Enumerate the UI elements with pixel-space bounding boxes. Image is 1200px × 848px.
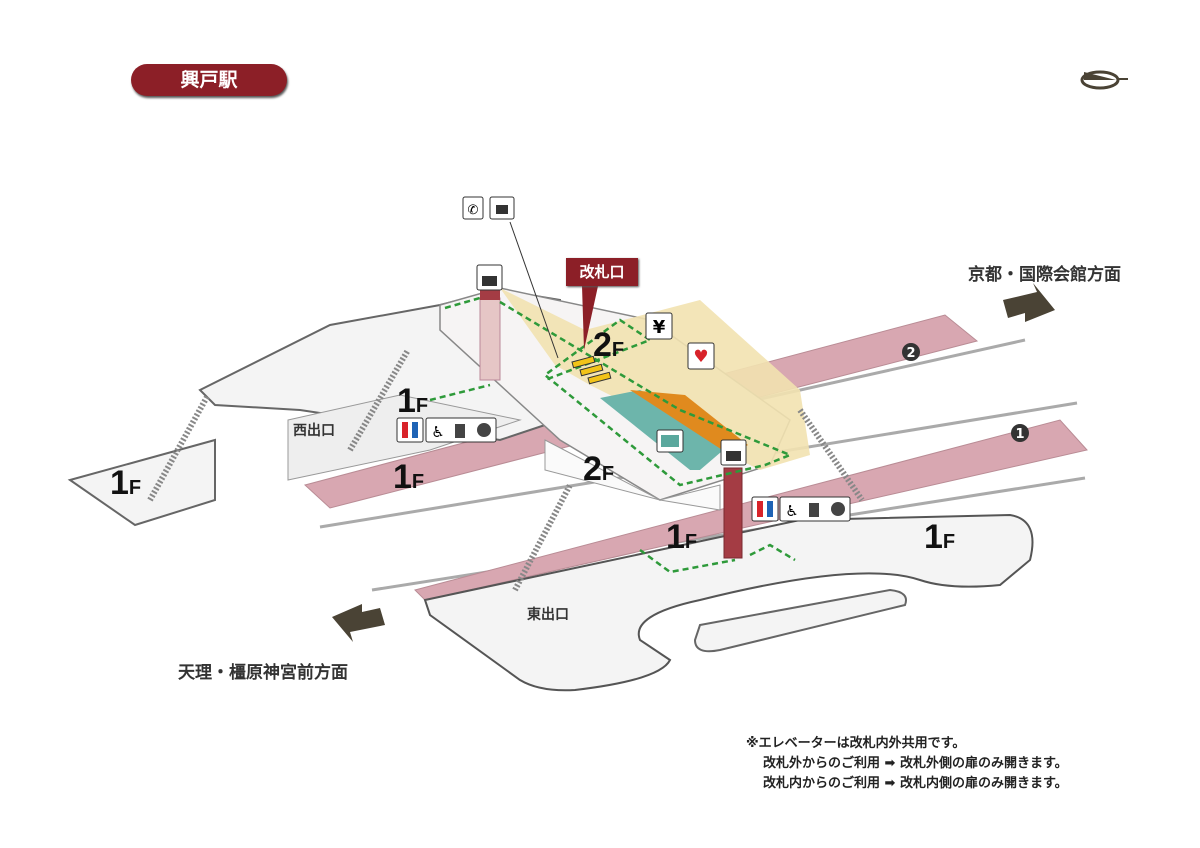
south-arrow <box>332 604 385 642</box>
west-exit-label: 西出口 <box>293 423 335 439</box>
transfer-arrows-icon <box>656 429 684 453</box>
platform-number-2: 2 <box>902 343 920 361</box>
east-exit-label: 東出口 <box>527 607 569 623</box>
floor-label: 2F <box>583 450 615 488</box>
barrier-free-route <box>429 296 796 574</box>
gate-label: 改札口 <box>566 258 638 286</box>
direction-south: 天理・橿原神宮前方面 <box>178 663 348 683</box>
restroom-icons-east: ♿ <box>751 496 851 522</box>
svg-text:¥: ¥ <box>653 317 666 338</box>
svg-text:2: 2 <box>906 346 915 361</box>
elevator-east <box>723 467 743 559</box>
bus-island <box>693 588 907 653</box>
floor-label: 1F <box>666 518 698 556</box>
ostomate-icon <box>455 424 465 438</box>
svg-text:♥: ♥ <box>693 347 708 367</box>
north-arrow <box>1003 283 1055 322</box>
gate-pointer <box>582 286 598 350</box>
west-ground <box>67 438 216 527</box>
wheelchair-icon: ♿ <box>785 502 798 520</box>
aed-heart-icon: ♥ <box>687 342 715 370</box>
floor-label: 1F <box>397 382 429 420</box>
baby-icon <box>831 502 845 516</box>
elevator-icon <box>720 439 747 466</box>
yen-icon: ¥ <box>645 312 673 340</box>
leader-line <box>509 221 559 359</box>
floor-label: 1F <box>393 458 425 496</box>
elevator-west <box>479 290 501 381</box>
floor-label: 1F <box>924 518 956 556</box>
ticket-gates <box>571 355 612 385</box>
direction-north: 京都・国際会館方面 <box>968 265 1121 285</box>
floor-label: 2F <box>593 326 625 364</box>
paid-area <box>500 288 810 470</box>
compass-icon <box>1080 70 1128 90</box>
svg-text:✆: ✆ <box>468 203 479 218</box>
ostomate-icon <box>809 503 819 517</box>
locker-icon <box>489 196 515 220</box>
east-plaza <box>423 513 1034 692</box>
floor-label: 1F <box>110 464 142 502</box>
stairs <box>147 348 865 592</box>
svg-text:1: 1 <box>1015 427 1024 442</box>
baby-icon <box>477 423 491 437</box>
stair-orange <box>630 390 748 455</box>
elevator-icon <box>476 264 503 291</box>
station-name: 興戸駅 <box>131 64 287 96</box>
wheelchair-icon: ♿ <box>431 423 444 441</box>
restroom-icons-west: ♿ <box>396 417 497 443</box>
elevator-notes: ※エレベーターは改札内外共用です。 改札外からのご利用 ➡ 改札外側の扉のみ開き… <box>746 736 1068 791</box>
phone-icon: ✆ <box>462 196 484 220</box>
concourse-lower <box>544 439 721 511</box>
platform-number-1: 1 <box>1011 424 1029 442</box>
